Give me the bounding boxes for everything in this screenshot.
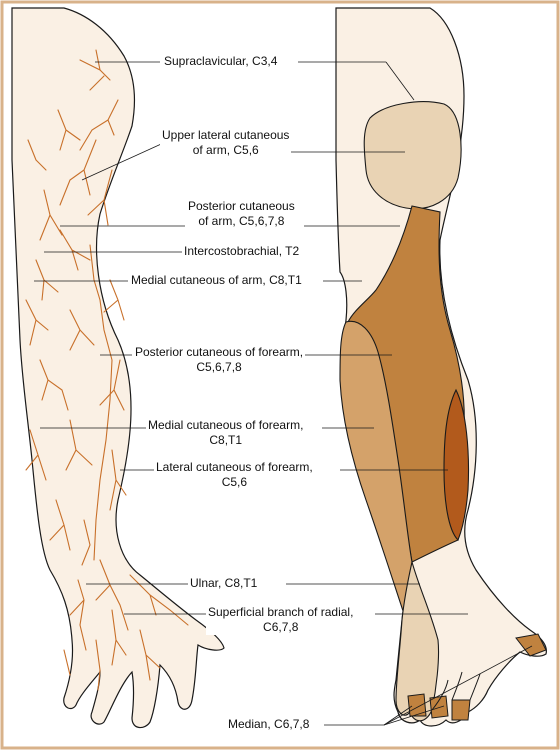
- label-medial-forearm-line-1: Medial cutaneous of forearm,: [148, 418, 304, 432]
- label-supraclavicular-line-1: Supraclavicular, C3,4: [164, 54, 278, 68]
- label-upper-lateral-line-2: of arm, C5,6: [192, 143, 259, 157]
- label-posterior-cutaneous-arm: Posterior cutaneous of arm, C5,6,7,8: [186, 199, 297, 229]
- label-posterior-arm-line-1: Posterior cutaneous: [188, 199, 295, 213]
- label-superficial-radial-line-1: Superficial branch of radial,: [208, 605, 354, 619]
- zone-median-fingertip-1: [407, 693, 427, 717]
- label-medial-cutaneous-arm: Medial cutaneous of arm, C8,T1: [129, 273, 304, 288]
- zone-upper-lateral-cutaneous: [363, 101, 462, 210]
- label-posterior-cutaneous-forearm: Posterior cutaneous of forearm, C5,6,7,8: [133, 345, 306, 375]
- right-arm: [335, 7, 547, 727]
- nerve-branches: [25, 49, 189, 691]
- label-posterior-forearm-line-2: C5,6,7,8: [196, 360, 242, 374]
- label-medial-cutaneous-forearm: Medial cutaneous of forearm, C8,T1: [146, 418, 306, 448]
- label-median-line-1: Median, C6,7,8: [228, 717, 310, 731]
- leader-lines: [34, 61, 533, 726]
- label-intercostobrachial: Intercostobrachial, T2: [182, 244, 302, 259]
- label-lateral-forearm-line-2: C5,6: [221, 475, 248, 489]
- label-median: Median, C6,7,8: [226, 717, 312, 732]
- label-medial-forearm-line-2: C8,T1: [209, 433, 243, 447]
- label-superficial-branch-radial: Superficial branch of radial, C6,7,8: [206, 605, 356, 635]
- label-medial-arm-line-1: Medial cutaneous of arm, C8,T1: [131, 273, 302, 287]
- label-ulnar: Ulnar, C8,T1: [188, 576, 260, 591]
- label-lateral-cutaneous-forearm: Lateral cutaneous of forearm, C5,6: [154, 460, 315, 490]
- zone-lateral-cutaneous-forearm: [443, 388, 470, 541]
- label-upper-lateral-line-1: Upper lateral cutaneous: [162, 128, 290, 142]
- zone-median-fingertip-3: [451, 699, 471, 721]
- label-posterior-forearm-line-1: Posterior cutaneous of forearm,: [135, 345, 304, 359]
- label-lateral-forearm-line-1: Lateral cutaneous of forearm,: [156, 460, 313, 474]
- label-intercostobrachial-line-1: Intercostobrachial, T2: [184, 244, 300, 258]
- label-supraclavicular: Supraclavicular, C3,4: [162, 54, 280, 69]
- label-superficial-radial-line-2: C6,7,8: [263, 620, 299, 634]
- label-upper-lateral-cutaneous: Upper lateral cutaneous of arm, C5,6: [160, 128, 292, 158]
- zone-median-fingertip-2: [429, 695, 449, 719]
- left-arm: [11, 7, 225, 729]
- label-posterior-arm-line-2: of arm, C5,6,7,8: [198, 214, 285, 228]
- label-ulnar-line-1: Ulnar, C8,T1: [190, 576, 258, 590]
